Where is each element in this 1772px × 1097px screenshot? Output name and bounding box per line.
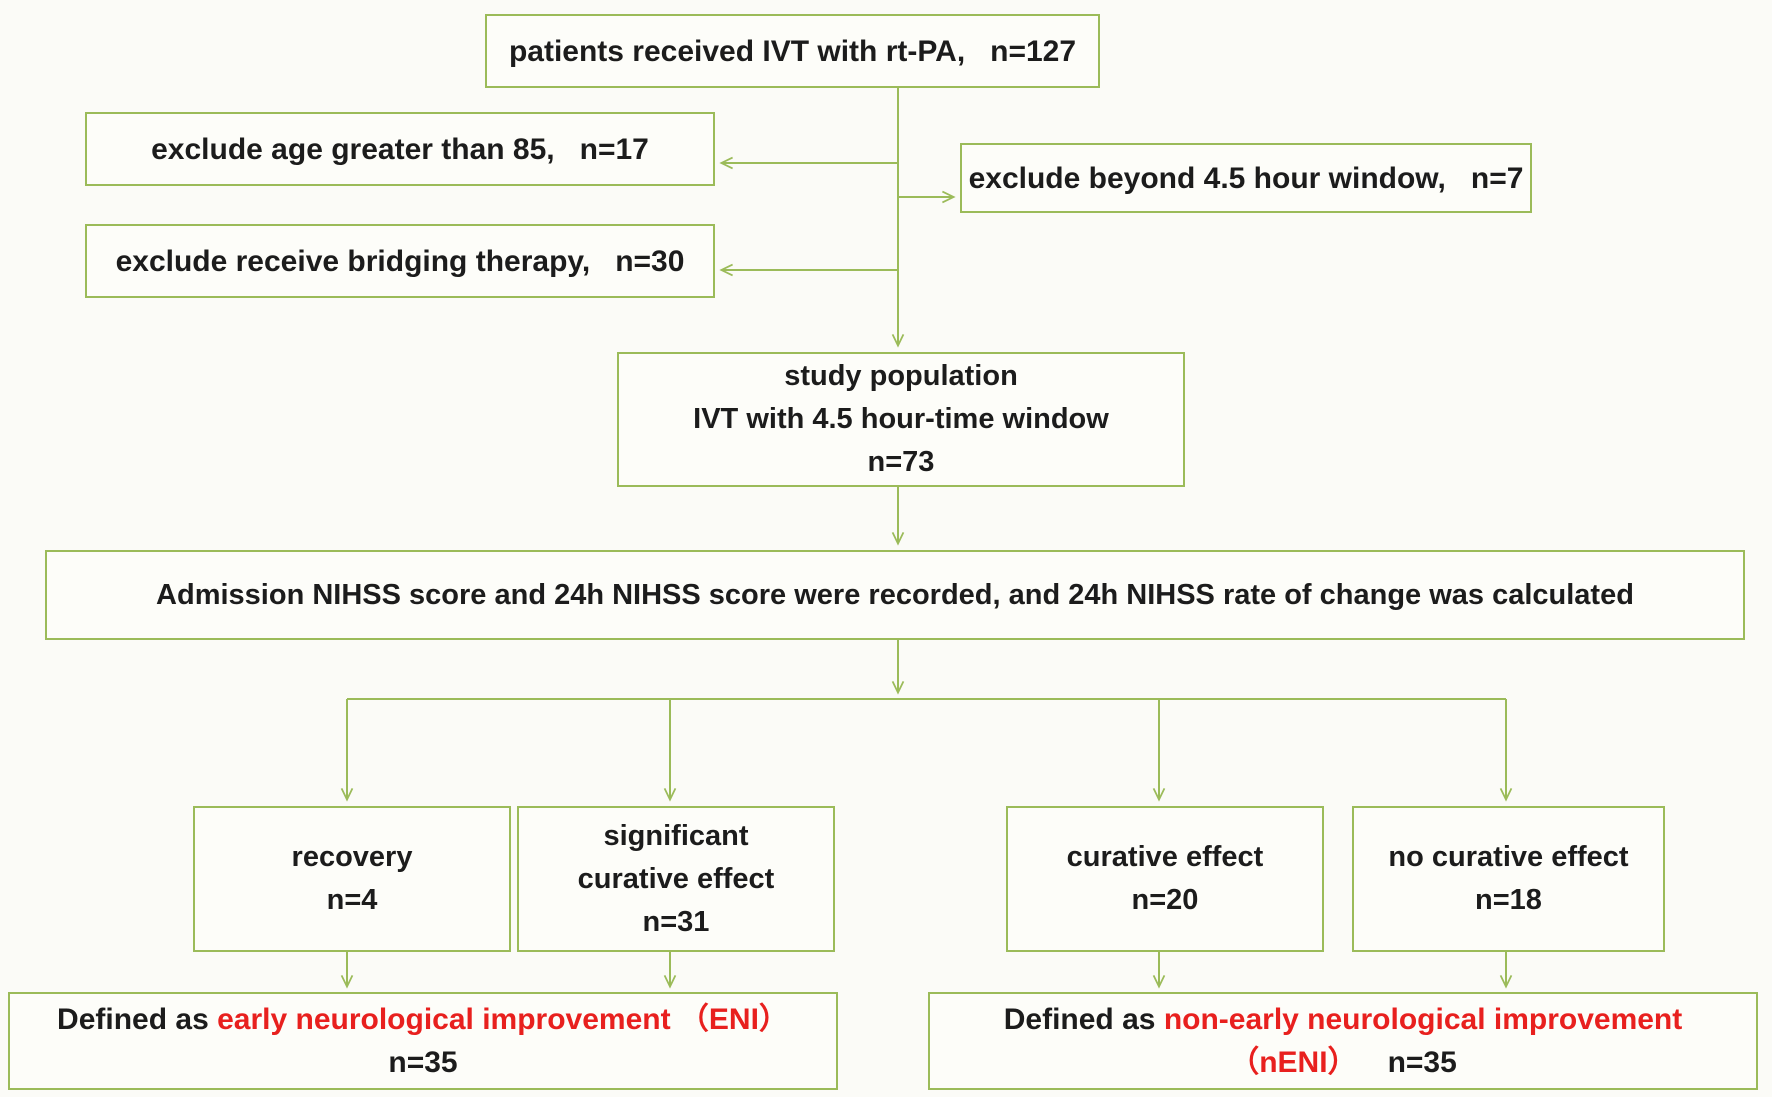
box-study-population: study population IVT with 4.5 hour-time …	[617, 352, 1185, 487]
neni-count-line: （nENI） n=35	[1229, 1041, 1457, 1084]
eni-count: n=35	[388, 1046, 458, 1079]
neni-definition-line: Defined as non-early neurological improv…	[1004, 998, 1683, 1041]
study-population-line3: n=73	[867, 446, 935, 478]
no-curative-count: n=18	[1475, 884, 1542, 916]
box-patients-ivt-text: patients received IVT with rt-PA, n=127	[508, 34, 1077, 68]
neni-count-red: （nENI）	[1229, 1046, 1358, 1079]
box-exclude-window: exclude beyond 4.5 hour window, n=7	[960, 143, 1532, 213]
box-significant-curative-effect: significant curative effect n=31	[517, 806, 835, 952]
recovery-label: recovery	[291, 841, 413, 873]
significant-count: n=31	[642, 905, 710, 938]
box-recovery: recovery n=4	[193, 806, 511, 952]
recovery-count: n=4	[326, 884, 378, 916]
box-defined-neni: Defined as non-early neurological improv…	[928, 992, 1758, 1090]
box-exclude-bridging: exclude receive bridging therapy, n=30	[85, 224, 715, 298]
eni-prefix: Defined as	[57, 1003, 218, 1036]
box-exclude-age-text: exclude age greater than 85, n=17	[151, 132, 649, 166]
box-patients-ivt: patients received IVT with rt-PA, n=127	[485, 14, 1100, 88]
box-defined-eni: Defined as early neurological improvemen…	[8, 992, 838, 1090]
box-exclude-age: exclude age greater than 85, n=17	[85, 112, 715, 186]
neni-highlight: non-early neurological improvement	[1163, 1003, 1683, 1036]
box-exclude-bridging-text: exclude receive bridging therapy, n=30	[115, 244, 685, 278]
neni-prefix: Defined as	[1003, 1003, 1164, 1036]
curative-count: n=20	[1131, 884, 1199, 916]
no-curative-label: no curative effect	[1388, 841, 1629, 873]
box-nihss-recorded: Admission NIHSS score and 24h NIHSS scor…	[45, 550, 1745, 640]
significant-label-line2: curative effect	[577, 862, 775, 895]
box-exclude-window-text: exclude beyond 4.5 hour window, n=7	[968, 161, 1524, 195]
curative-label: curative effect	[1066, 841, 1264, 873]
study-population-line1: study population	[784, 360, 1018, 392]
eni-definition-line: Defined as early neurological improvemen…	[57, 998, 789, 1041]
box-curative-effect: curative effect n=20	[1006, 806, 1324, 952]
box-no-curative-effect: no curative effect n=18	[1352, 806, 1665, 952]
study-population-line2: IVT with 4.5 hour-time window	[693, 403, 1109, 435]
significant-label-line1: significant	[603, 819, 749, 852]
neni-count-black: n=35	[1387, 1046, 1457, 1079]
box-nihss-recorded-text: Admission NIHSS score and 24h NIHSS scor…	[156, 578, 1634, 611]
eni-highlight: early neurological improvement （ENI）	[217, 1003, 789, 1036]
